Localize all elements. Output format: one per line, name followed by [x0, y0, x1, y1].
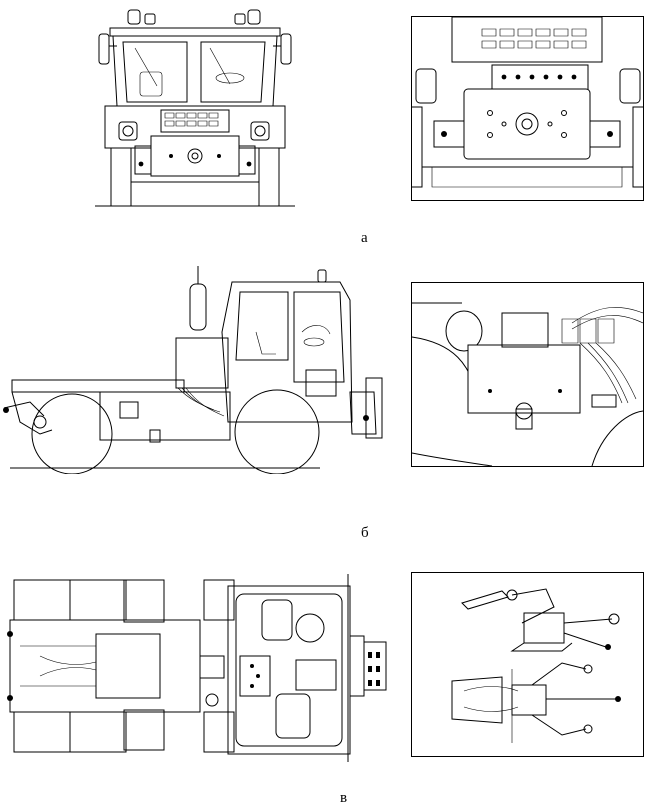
front-view-drawing	[95, 6, 295, 211]
panel-a-caption: а	[361, 230, 368, 246]
panel-b-caption: б	[361, 525, 369, 541]
top-view-drawing	[0, 566, 392, 768]
side-detail-frame	[411, 282, 644, 467]
front-detail-frame	[411, 16, 644, 201]
top-detail-frame	[411, 572, 644, 757]
panel-c-caption: в	[340, 790, 348, 806]
side-view-drawing	[0, 262, 390, 474]
